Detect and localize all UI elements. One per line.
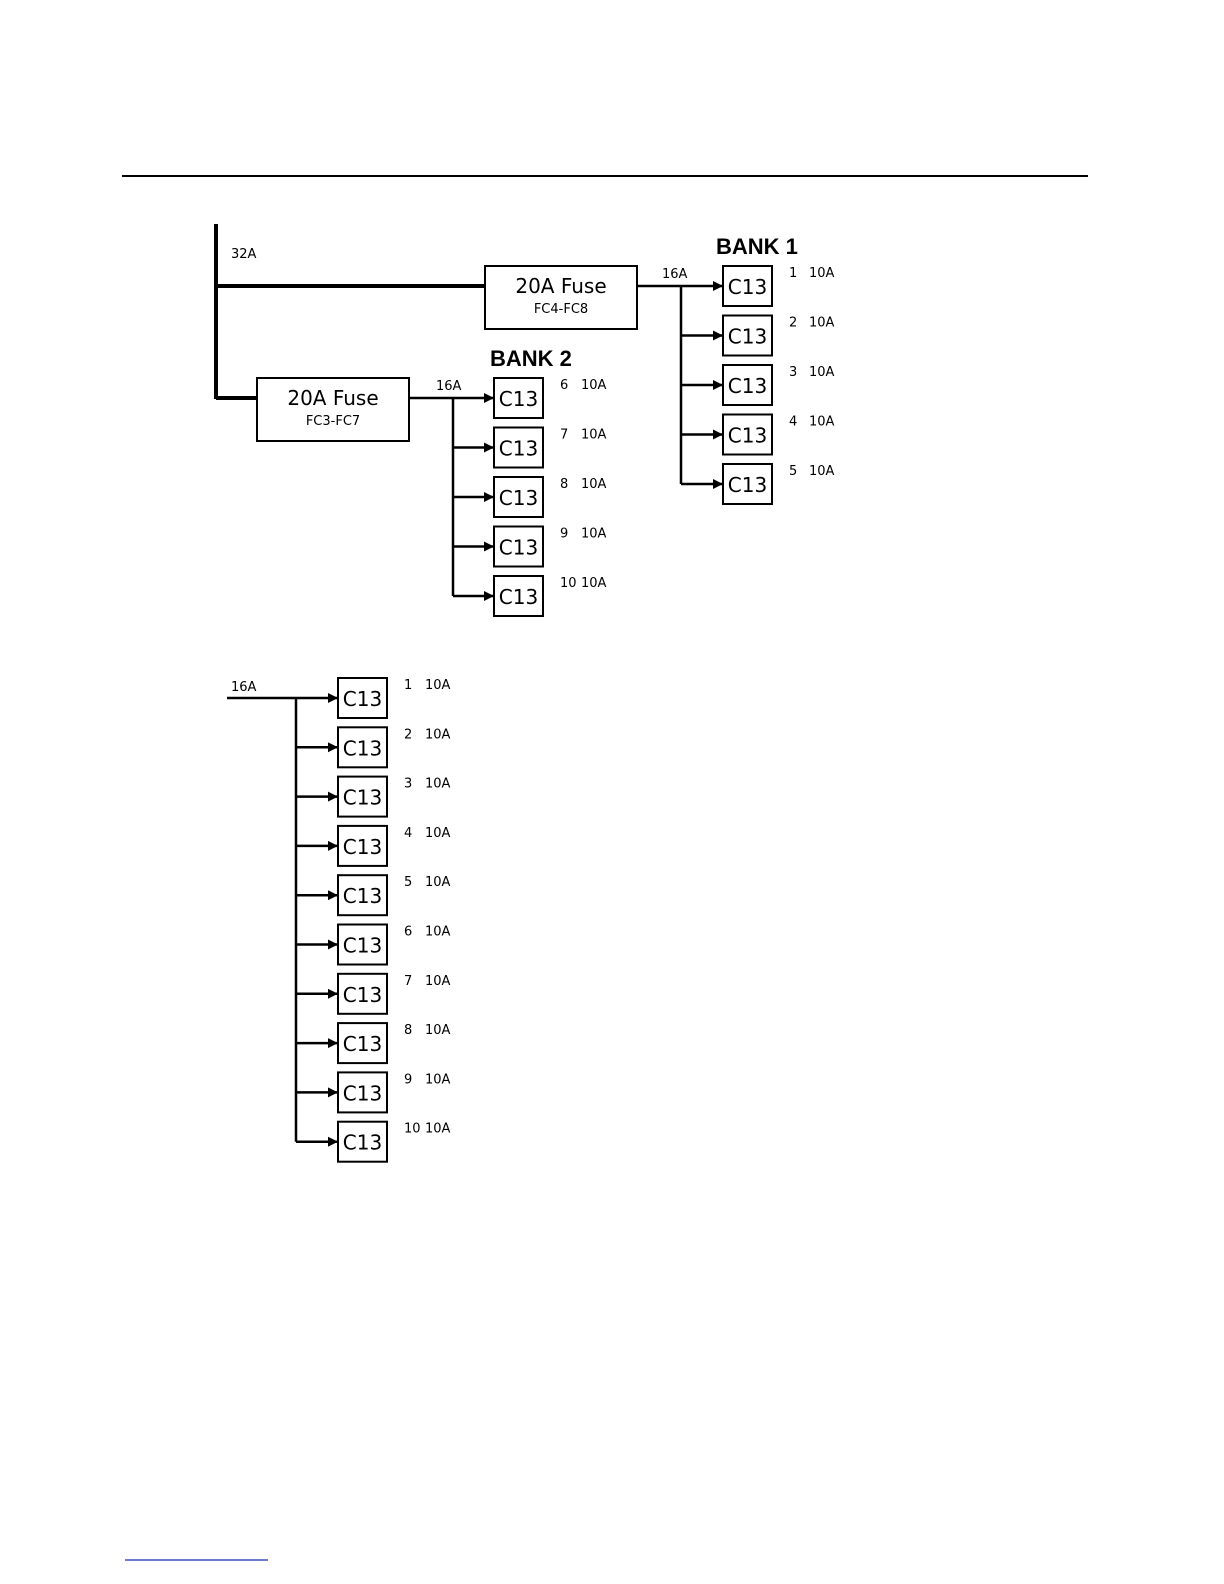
outlet-number: 4 (404, 826, 412, 841)
outlet-number: 2 (404, 727, 412, 742)
outlet-number: 3 (789, 365, 797, 380)
bank2-title: BANK 2 (490, 346, 572, 371)
outlet-number: 5 (789, 464, 797, 479)
fuse-box-lower: 20A Fuse FC3-FC7 (257, 378, 409, 441)
outlet-number: 8 (404, 1023, 412, 1038)
outlet-rating: 10A (581, 527, 607, 542)
outlet-type-label: C13 (499, 536, 538, 560)
outlet-type-label: C13 (728, 424, 767, 448)
outlet-rating: 10A (425, 875, 451, 890)
outlet-type-label: C13 (499, 387, 538, 411)
outlet-number: 10 (404, 1122, 421, 1137)
outlet-number: 10 (560, 576, 577, 591)
outlet-number: 8 (560, 477, 568, 492)
outlet-type-label: C13 (728, 275, 767, 299)
main-trunk: 32A (216, 224, 485, 399)
outlet-type-label: C13 (343, 687, 382, 711)
outlet-number: 2 (789, 316, 797, 331)
outlet-rating: 10A (581, 477, 607, 492)
outlet-number: 6 (560, 378, 568, 393)
main-feed-label: 32A (231, 247, 257, 262)
outlet-type-label: C13 (343, 1081, 382, 1105)
outlet-number: 5 (404, 875, 412, 890)
outlet-rating: 10A (809, 464, 835, 479)
outlet-type-label: C13 (343, 736, 382, 760)
bank1-feed-label: 16A (662, 267, 688, 282)
outlet-type-label: C13 (499, 437, 538, 461)
outlet-rating: 10A (809, 316, 835, 331)
outlet-rating: 10A (425, 1072, 451, 1087)
outlet-number: 9 (560, 527, 568, 542)
outlet-rating: 10A (425, 777, 451, 792)
outlet-number: 7 (560, 428, 568, 443)
outlet-rating: 10A (581, 428, 607, 443)
outlet-type-label: C13 (343, 884, 382, 908)
fuse-box-upper: 20A Fuse FC4-FC8 (485, 266, 637, 329)
outlet-type-label: C13 (728, 374, 767, 398)
outlet-rating: 10A (425, 727, 451, 742)
outlet-type-label: C13 (499, 585, 538, 609)
fuse-upper-sub: FC4-FC8 (534, 302, 588, 317)
outlet-rating: 10A (809, 365, 835, 380)
single-bank-feed-label: 16A (231, 680, 257, 695)
outlet-rating: 10A (581, 576, 607, 591)
outlet-number: 7 (404, 974, 412, 989)
outlet-rating: 10A (809, 415, 835, 430)
outlet-type-label: C13 (728, 325, 767, 349)
outlet-type-label: C13 (499, 486, 538, 510)
outlet-number: 3 (404, 777, 412, 792)
outlet-rating: 10A (425, 925, 451, 940)
bank2-outlets: C13 6 10A C13 7 10A C13 8 10A C13 9 10A C13 10 10A (453, 378, 607, 616)
outlet-type-label: C13 (343, 934, 382, 958)
outlet-number: 1 (404, 678, 412, 693)
outlet-number: 1 (789, 266, 797, 281)
fuse-upper-title: 20A Fuse (515, 274, 606, 298)
outlet-type-label: C13 (343, 835, 382, 859)
bank1-title: BANK 1 (716, 234, 798, 259)
outlet-rating: 10A (425, 678, 451, 693)
outlet-number: 9 (404, 1072, 412, 1087)
outlet-type-label: C13 (728, 473, 767, 497)
outlet-rating: 10A (425, 1023, 451, 1038)
fuse-lower-sub: FC3-FC7 (306, 414, 360, 429)
fuse-lower-title: 20A Fuse (287, 386, 378, 410)
outlet-rating: 10A (425, 1122, 451, 1137)
bank2-feed-label: 16A (436, 379, 462, 394)
outlet-rating: 10A (425, 826, 451, 841)
outlet-rating: 10A (425, 974, 451, 989)
outlet-number: 4 (789, 415, 797, 430)
outlet-type-label: C13 (343, 786, 382, 810)
outlet-rating: 10A (581, 378, 607, 393)
outlet-rating: 10A (809, 266, 835, 281)
bank1-outlets: C13 1 10A C13 2 10A C13 3 10A C13 4 10A C13 5 10A (681, 266, 835, 504)
outlet-number: 6 (404, 925, 412, 940)
outlet-type-label: C13 (343, 1131, 382, 1155)
outlet-type-label: C13 (343, 1032, 382, 1056)
outlet-type-label: C13 (343, 983, 382, 1007)
